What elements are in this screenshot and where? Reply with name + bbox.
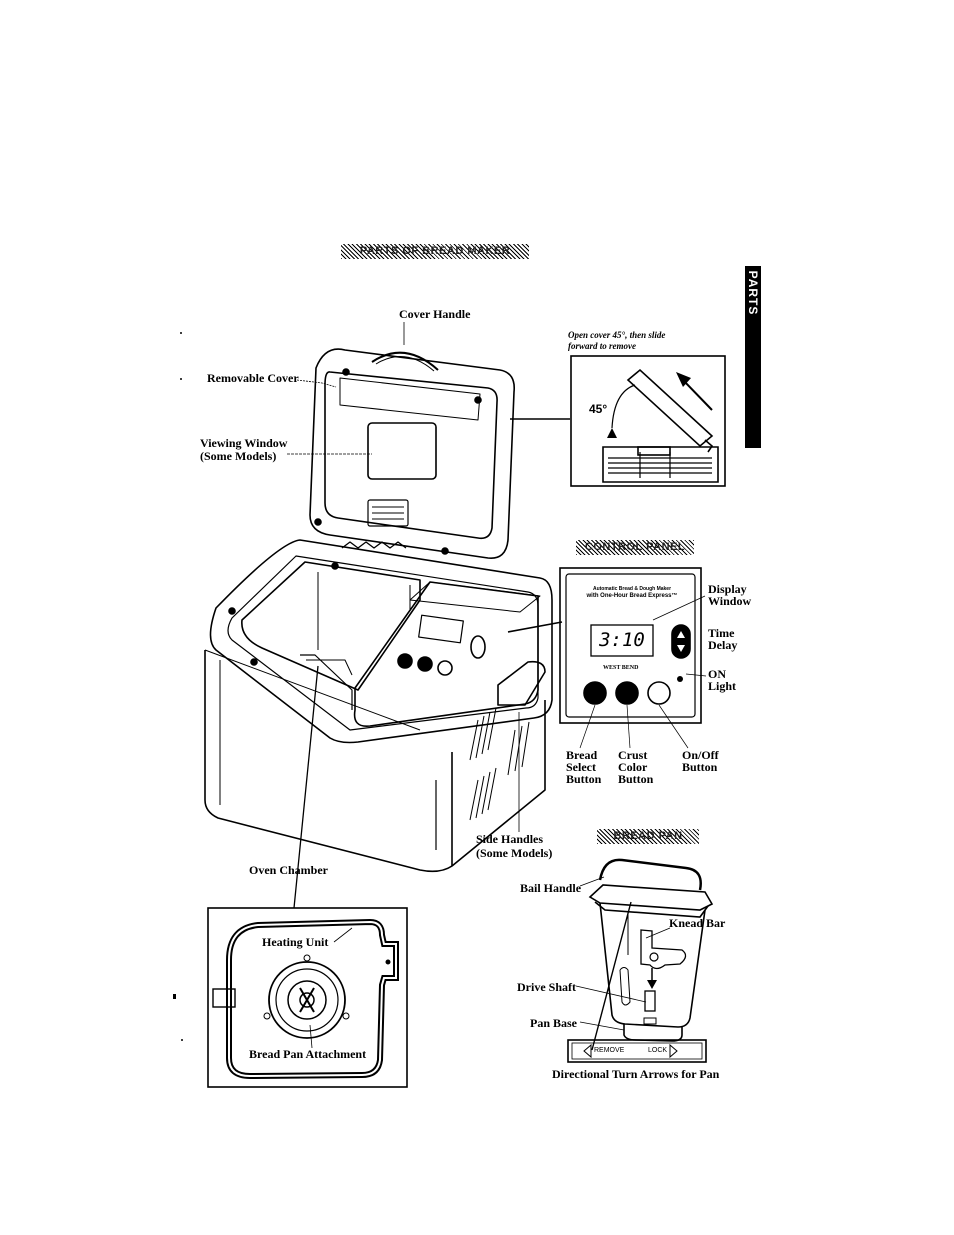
label-knead-bar: Knead Bar: [669, 916, 726, 930]
label-heating-unit: Heating Unit: [262, 935, 329, 949]
cover-note-line2: forward to remove: [568, 341, 636, 351]
label-bread-select-2: Select: [566, 760, 596, 774]
label-side-handles: Side Handles: [476, 832, 544, 846]
cover-note-line1: Open cover 45°, then slide: [568, 330, 666, 340]
label-bread-pan-attachment: Bread Pan Attachment: [249, 1047, 367, 1061]
label-crust-color: Crust: [618, 748, 648, 762]
machine-body-top: [209, 539, 553, 744]
bread-select-button: [583, 681, 607, 705]
label-side-handles-models: (Some Models): [476, 846, 553, 860]
crust-color-button: [615, 681, 639, 705]
machine-body-front: [204, 650, 546, 873]
pan-body: [599, 902, 706, 1028]
label-bread-select-3: Button: [566, 772, 602, 786]
parts-side-tab: PARTS: [745, 266, 761, 448]
control-panel-enlarged: [559, 567, 707, 749]
label-viewing-window-models: (Some Models): [200, 449, 277, 463]
display-value: 3:10: [599, 629, 645, 651]
label-on-off: On/Off: [682, 748, 719, 762]
panel-title-line1: Automatic Bread & Dough Maker: [592, 586, 672, 592]
cover-handle: [371, 351, 439, 371]
drive-shaft: [644, 990, 656, 1012]
label-crust-color-3: Button: [618, 772, 654, 786]
label-crust-color-2: Color: [618, 760, 648, 774]
heading-bread-pan: BREAD PAN: [597, 829, 699, 844]
bread-pan-drawing: [567, 858, 714, 1063]
label-time-delay: Time: [708, 626, 735, 640]
label-display-window-2: Window: [708, 594, 752, 608]
panel-brand: WEST BEND: [603, 665, 639, 671]
side-handle: [497, 660, 546, 706]
label-viewing-window: Viewing Window: [200, 436, 288, 450]
label-on-light-2: Light: [708, 679, 737, 693]
bail-handle: [598, 858, 702, 891]
on-light: [677, 676, 683, 682]
time-delay-button: [671, 624, 691, 659]
label-oven-chamber: Oven Chamber: [249, 863, 328, 877]
viewing-window: [367, 422, 437, 480]
label-on-light: ON: [708, 667, 726, 681]
display-window: [590, 624, 654, 657]
on-off-button: [647, 681, 671, 705]
cover-removal-inset: [570, 355, 726, 487]
oven-chamber-opening: [241, 561, 421, 691]
knead-bar: [640, 929, 687, 970]
open-lid: [309, 348, 516, 559]
label-bail-handle: Bail Handle: [520, 881, 582, 895]
lid-tilted: [626, 368, 714, 448]
label-on-off-2: Button: [682, 760, 718, 774]
label-display-window: Display: [708, 582, 747, 596]
heating-unit-inset: [207, 907, 408, 1088]
angle-label: 45°: [589, 402, 608, 416]
label-removable-cover: Removable Cover: [207, 371, 299, 385]
label-bread-select: Bread: [566, 748, 598, 762]
heading-parts-of-bread-maker: PARTS OF BREAD MAKER: [341, 244, 529, 259]
label-drive-shaft: Drive Shaft: [517, 980, 576, 994]
lock-arrow-label: LOCK: [648, 1047, 668, 1054]
bread-pan-attachment: [268, 961, 346, 1039]
label-cover-handle: Cover Handle: [399, 307, 471, 321]
panel-title: Automatic Bread & Dough Maker with One-H…: [572, 586, 692, 600]
label-directional-arrows: Directional Turn Arrows for Pan: [552, 1067, 720, 1081]
label-time-delay-2: Delay: [708, 638, 738, 652]
panel-title-line2: with One-Hour Bread Express™: [586, 593, 678, 599]
heading-control-panel: CONTROL PANEL: [576, 540, 694, 555]
label-pan-base: Pan Base: [530, 1016, 578, 1030]
remove-arrow-label: REMOVE: [594, 1047, 625, 1054]
